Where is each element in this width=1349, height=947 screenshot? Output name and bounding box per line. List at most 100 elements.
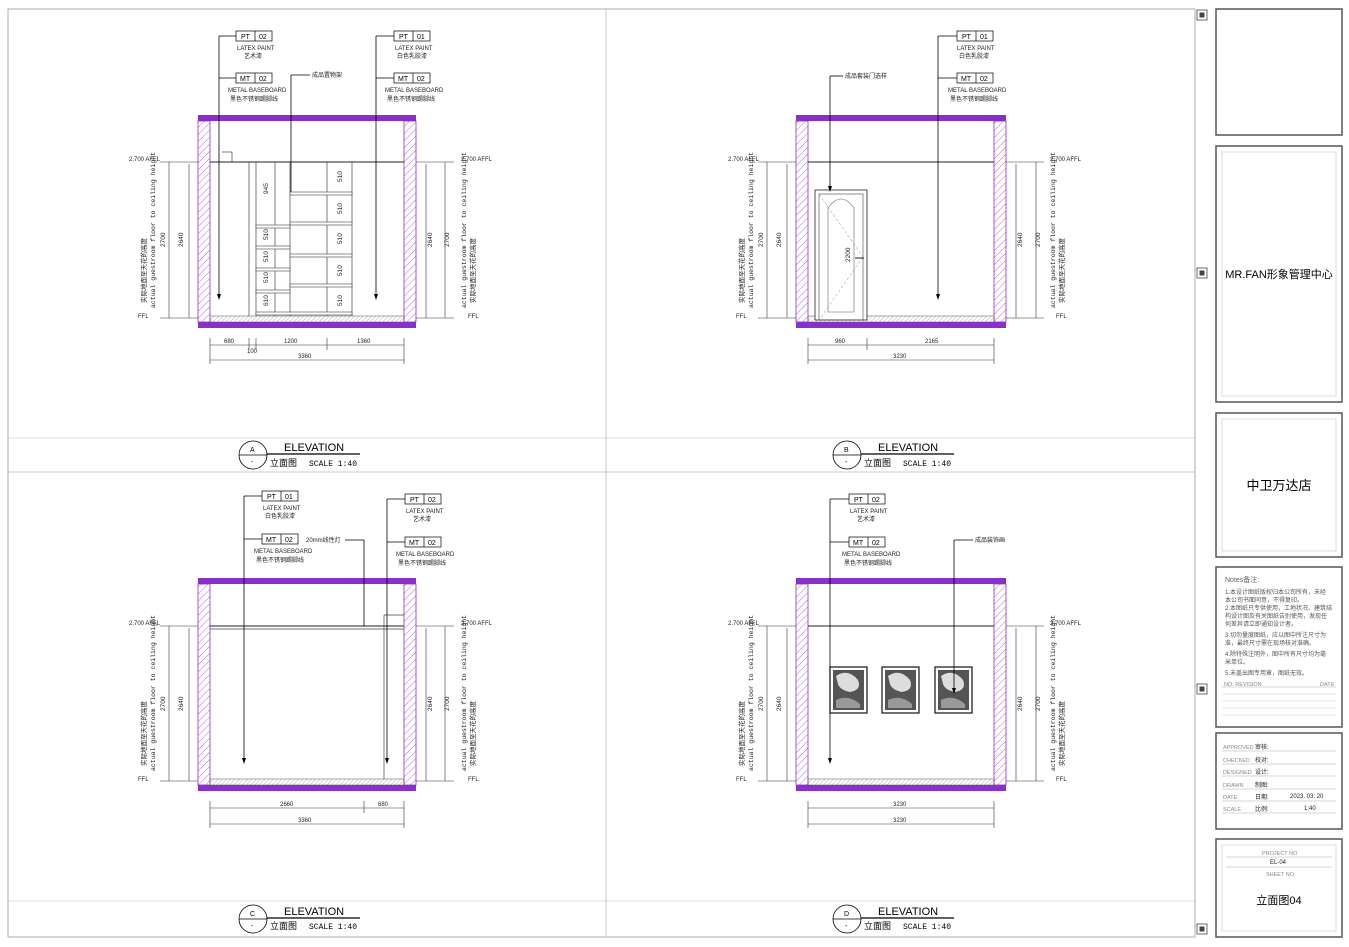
elevation-scale: SCALE 1:40	[309, 460, 357, 469]
shelf-dim: 510	[337, 171, 344, 182]
height-outer: 2700	[758, 232, 765, 247]
vertical-note-en: actual guestroom floor to ceiling height	[461, 152, 468, 308]
callout-code: MT	[853, 540, 864, 547]
dim-bottom: 680	[224, 339, 235, 345]
callout-cn: 黑色不锈钢踢脚线	[950, 95, 998, 103]
ref-letter: A	[250, 447, 255, 454]
callout-en: METAL BASEBOARD	[254, 549, 313, 555]
afl-left: 2.700 AFFL	[129, 621, 161, 627]
wall-left	[197, 120, 211, 323]
callout-cn: 白色乳胶漆	[397, 52, 427, 60]
callout-cn: 黑色不锈钢踢脚线	[398, 559, 446, 567]
callout-en: METAL BASEBOARD	[228, 88, 287, 94]
sheet-frame	[7, 8, 1196, 938]
wall-left	[795, 583, 809, 786]
callout-cn: 艺术漆	[244, 52, 262, 60]
callout-cn: 黑色不锈钢踢脚线	[844, 559, 892, 567]
callout-code: PT	[399, 34, 409, 41]
afl-right: 2.700 AFFL	[1050, 157, 1082, 163]
ref-sub: -	[845, 923, 848, 930]
elevation-d: PT 02 LATEX PAINT 艺术漆 MT 02 METAL BASEBO…	[728, 493, 1082, 934]
callout-code: MT	[240, 76, 251, 83]
ffl-left: FFL	[736, 777, 747, 783]
height-outer: 2700	[1035, 232, 1042, 247]
ref-sub: -	[251, 923, 254, 930]
sheet-box	[1215, 838, 1343, 938]
ceiling-slab	[796, 115, 1006, 121]
elevation-title: ELEVATION	[284, 442, 344, 454]
callout-cn: 黑色不锈钢踢脚线	[230, 95, 278, 103]
callout-num: 02	[428, 540, 436, 547]
elevation-a: 945 510 510 510 610 510 510 510 510 510 …	[129, 30, 493, 470]
callout-en: LATEX PAINT	[406, 509, 444, 515]
project-name: 中卫万达店	[1246, 478, 1311, 493]
floor-slab	[198, 785, 416, 791]
vertical-note-cn: 实际地面至天花的高度	[1057, 701, 1066, 767]
callout-code: MT	[266, 537, 277, 544]
shelf-dim: 610	[263, 295, 270, 306]
row-label-en: APPROVED	[1223, 745, 1254, 751]
afl-left: 2.700 AFFL	[129, 157, 161, 163]
logo-box	[1215, 8, 1343, 136]
wall-left	[197, 583, 211, 786]
shelf-dim: 510	[263, 272, 270, 283]
title-block: MR.FAN形象管理中心 中卫万达店 Notes备注: 1.本设计图纸版权归本公…	[1215, 8, 1343, 938]
extra-label: 20mm线性灯	[306, 536, 341, 544]
dim-total: 3360	[298, 354, 312, 360]
dim-total: 3230	[893, 354, 907, 360]
note-line: 2.本图纸只专供使用，工地状况、建筑结	[1225, 604, 1332, 612]
callout-en: LATEX PAINT	[395, 46, 433, 52]
ffl-right: FFL	[1056, 314, 1067, 320]
vertical-note-en: actual guestroom floor to ceiling height	[461, 615, 468, 771]
elevation-b: 2200 成品套装门选样 PT 01 LATEX PAINT 白色乳胶漆 MT …	[728, 30, 1082, 470]
height-outer: 2700	[1035, 696, 1042, 711]
wall-left	[795, 120, 809, 323]
height-inner: 2640	[178, 696, 185, 711]
height-inner: 2640	[776, 232, 783, 247]
height-outer: 2700	[758, 696, 765, 711]
elevation-subtitle: 立面图	[270, 457, 297, 468]
client-box	[1215, 145, 1343, 403]
dim-bottom: 2660	[280, 802, 294, 808]
sheet-no-label: SHEET NO	[1266, 872, 1295, 878]
callout-num: 02	[417, 76, 425, 83]
callout-cn: 艺术漆	[413, 515, 431, 523]
vertical-note-cn: 实际地面至天花的高度	[468, 238, 477, 304]
vertical-note-cn: 实际地面至天花的高度	[737, 238, 746, 304]
callout-num: 02	[872, 497, 880, 504]
row-label-cn: 审核:	[1255, 743, 1269, 751]
elevation-title: ELEVATION	[878, 906, 938, 918]
note-line: 3.切勿量度图纸，应以图中所注尺寸为	[1225, 631, 1326, 639]
shelf-dim: 510	[337, 203, 344, 214]
elevation-subtitle: 立面图	[864, 457, 891, 468]
extra-label: 成品置物架	[312, 71, 342, 79]
note-line: 米单位。	[1225, 658, 1249, 666]
afl-left: 2.700 AFFL	[728, 157, 760, 163]
afl-right: 2.700 AFFL	[461, 621, 493, 627]
vertical-note-cn: 实际地面至天花的高度	[139, 238, 148, 304]
callout-num: 02	[872, 540, 880, 547]
shelf-dim: 510	[263, 251, 270, 262]
revision-date: DATE	[1320, 682, 1335, 688]
dim-bottom: 680	[378, 802, 389, 808]
height-inner: 2640	[178, 232, 185, 247]
row-label-cn: 设计:	[1255, 768, 1269, 776]
afl-right: 2.700 AFFL	[461, 157, 493, 163]
callout-num: 02	[980, 76, 988, 83]
notes-box	[1215, 566, 1343, 728]
row-label-cn: 校对:	[1255, 756, 1269, 764]
wall-right	[993, 583, 1007, 786]
callout-code: MT	[398, 76, 409, 83]
ref-sub: -	[845, 459, 848, 466]
vertical-note-en: actual guestroom floor to ceiling height	[150, 615, 157, 771]
callout-num: 02	[428, 497, 436, 504]
note-line: 4.除特殊注明外，图中所有尺寸均为毫	[1225, 650, 1326, 658]
shelf-dim: 510	[337, 295, 344, 306]
note-line: 何差异请立即通知设计者。	[1225, 620, 1297, 628]
vertical-note-en: actual guestroom floor to ceiling height	[748, 615, 755, 771]
wall-right	[403, 120, 417, 323]
callout-num: 01	[980, 34, 988, 41]
ref-letter: C	[250, 911, 255, 918]
height-inner: 2640	[427, 696, 434, 711]
